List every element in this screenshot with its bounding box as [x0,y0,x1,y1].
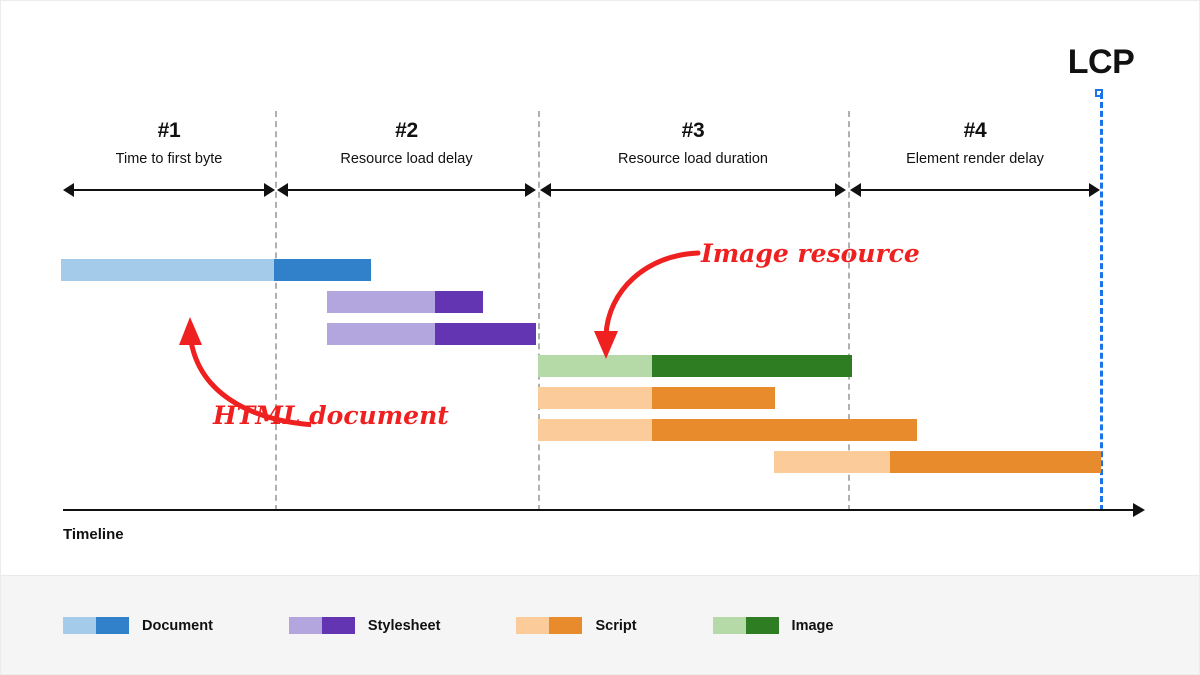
phase-1: #1 Time to first byte [63,119,275,197]
legend-swatch-dark [96,617,129,634]
legend-swatch-icon [63,617,129,634]
script-bar-3-wait-segment [774,451,890,473]
phase-divider-3 [848,111,850,511]
phase-4-arrow [850,183,1100,197]
legend-swatch-light [712,617,746,634]
legend-swatch-icon [516,617,583,634]
phase-2-number: #2 [395,119,418,142]
legend-swatch-light [516,617,550,634]
script-bar-2-download-segment [652,419,917,441]
phase-4-name: Element render delay [906,151,1044,167]
script-bar-3-download-segment [890,451,1101,473]
phase-4-number: #4 [963,119,987,142]
image-bar-download-segment [652,355,852,377]
timeline-label: Timeline [63,526,124,543]
legend-label: Stylesheet [367,617,441,634]
arrow-head-left-icon [540,183,551,197]
stylesheet-bar-2-wait-segment [327,323,435,345]
legend-swatch-dark [549,617,583,634]
stylesheet-bar-1-download-segment [435,291,483,313]
arrow-head-right-icon [264,183,275,197]
arrow-head-right-icon [1089,183,1100,197]
phase-1-name: Time to first byte [115,151,223,167]
arrow-line [71,189,267,191]
arrow-head-left-icon [63,183,74,197]
legend: Document Stylesheet Script Image [63,617,909,634]
arrow-head-right-icon [525,183,536,197]
stylesheet-bar-1[interactable] [327,291,483,313]
arrow-head-left-icon [850,183,861,197]
phase-1-number: #1 [157,119,181,142]
legend-swatch-light [63,617,96,634]
stylesheet-bar-2-download-segment [435,323,536,345]
phase-3-name: Resource load duration [618,151,768,167]
document-bar[interactable] [61,259,371,281]
phase-4: #4 Element render delay [850,119,1100,197]
legend-swatch-icon [288,617,355,634]
legend-swatch-light [288,617,322,634]
plot-area: LCP #1 Time to first byte #2 Resource lo… [1,1,1199,576]
legend-swatch-dark [745,617,779,634]
legend-footer: Document Stylesheet Script Image [1,575,1199,674]
script-bar-1-wait-segment [538,387,652,409]
legend-label: Document [142,617,213,634]
phase-3-arrow [540,183,846,197]
script-bar-2[interactable] [538,419,917,441]
legend-item-stylesheet[interactable]: Stylesheet [288,617,441,634]
phase-divider-2 [538,111,540,511]
arrow-head-right-icon [835,183,846,197]
arrow-line [548,189,838,191]
script-bar-1-download-segment [652,387,775,409]
timeline-axis [63,509,1135,511]
image-bar-wait-segment [538,355,652,377]
phase-2: #2 Resource load delay [277,119,536,197]
script-bar-3[interactable] [774,451,1101,473]
legend-label: Script [595,617,637,634]
arrow-head-left-icon [277,183,288,197]
lcp-dashed-line [1100,93,1103,511]
html-document-annotation: HTML document [213,401,449,430]
phase-1-arrow [63,183,275,197]
image-resource-annotation: Image resource [701,239,920,268]
document-bar-wait-segment [61,259,274,281]
legend-swatch-dark [321,617,355,634]
image-bar[interactable] [538,355,852,377]
arrow-line [858,189,1092,191]
phase-divider-1 [275,111,277,511]
arrow-line [285,189,528,191]
legend-item-script[interactable]: Script [516,617,637,634]
document-bar-download-segment [274,259,371,281]
script-bar-2-wait-segment [538,419,652,441]
legend-item-image[interactable]: Image [712,617,834,634]
stylesheet-bar-2[interactable] [327,323,536,345]
legend-label: Image [791,617,834,634]
stylesheet-bar-1-wait-segment [327,291,435,313]
phase-2-name: Resource load delay [340,151,473,167]
phase-3: #3 Resource load duration [540,119,846,197]
legend-swatch-icon [712,617,779,634]
timeline-arrow-head-icon [1133,503,1145,517]
lcp-label: LCP [1067,43,1135,81]
script-bar-1[interactable] [538,387,775,409]
phase-2-arrow [277,183,536,197]
phase-3-number: #3 [681,119,705,142]
legend-item-document[interactable]: Document [63,617,213,634]
